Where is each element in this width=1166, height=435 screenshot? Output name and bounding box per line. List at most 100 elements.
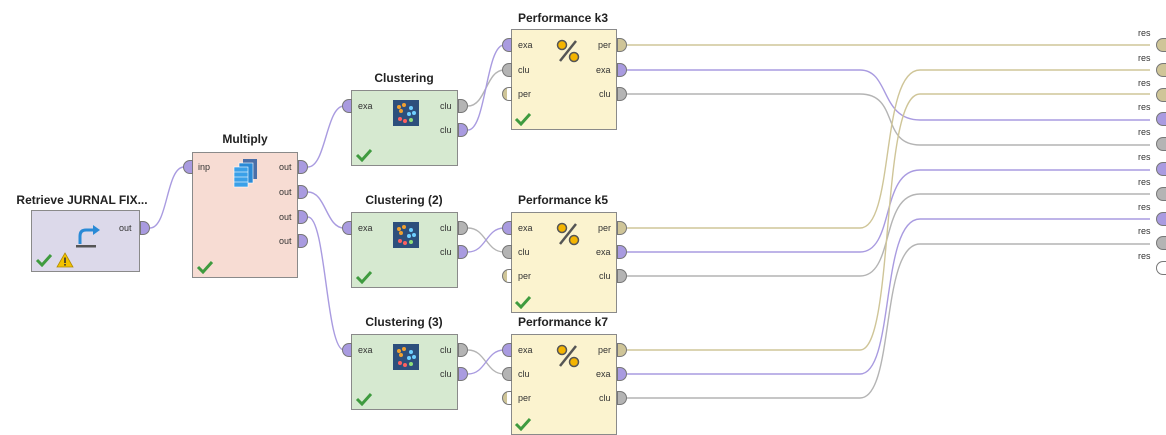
- result-port-label: res: [1138, 226, 1151, 236]
- port-perf3-oclu[interactable]: [617, 87, 627, 101]
- port-perf3-exa[interactable]: [502, 38, 512, 52]
- wire-perf5-clu-res7[interactable]: [627, 193, 1150, 277]
- port-clustering2-clu2[interactable]: [458, 245, 468, 259]
- result-port[interactable]: [1156, 88, 1166, 102]
- result-port[interactable]: [1156, 212, 1166, 226]
- wire-retrieve-multiply[interactable]: [149, 166, 185, 229]
- port-perf7-oexa[interactable]: [617, 367, 627, 381]
- port-perf5-oclu[interactable]: [617, 269, 627, 283]
- wire-perf5-per-res2[interactable]: [627, 69, 1150, 229]
- result-port-label: res: [1138, 202, 1151, 212]
- result-port[interactable]: [1156, 38, 1166, 52]
- percent-icon: [556, 222, 580, 246]
- port-label-perf7-oper: per: [598, 345, 612, 355]
- port-clustering3-exa[interactable]: [342, 343, 352, 357]
- port-perf5-exa[interactable]: [502, 221, 512, 235]
- port-label-clustering3-exa: exa: [358, 345, 373, 355]
- port-perf5-per[interactable]: [502, 269, 512, 283]
- port-perf3-oper[interactable]: [617, 38, 627, 52]
- warning-icon: [56, 252, 74, 268]
- port-label-clustering3-clu1: clu: [440, 345, 452, 355]
- port-perf7-oclu[interactable]: [617, 391, 627, 405]
- wire-c3-exa-perf7-exa[interactable]: [467, 349, 505, 375]
- percent-icon: [556, 344, 580, 368]
- wire-multiply-clustering2[interactable]: [307, 191, 345, 229]
- port-label-multiply-out4: out: [279, 236, 292, 246]
- port-label-multiply-inp: inp: [198, 162, 211, 172]
- operator-clustering3[interactable]: [351, 334, 458, 410]
- result-port-label: res: [1138, 78, 1151, 88]
- port-perf7-per[interactable]: [502, 391, 512, 405]
- cluster-icon: [393, 344, 419, 370]
- port-multiply-inp[interactable]: [183, 160, 193, 174]
- check-icon: [514, 417, 532, 431]
- port-perf3-per[interactable]: [502, 87, 512, 101]
- port-label-perf5-oclu: clu: [599, 271, 611, 281]
- port-clustering2-exa[interactable]: [342, 221, 352, 235]
- port-perf3-clu[interactable]: [502, 63, 512, 77]
- port-clustering3-clu1[interactable]: [458, 343, 468, 357]
- operator-title-perf7: Performance k7: [517, 315, 609, 329]
- result-port-label: res: [1138, 102, 1151, 112]
- port-label-multiply-out3: out: [279, 212, 292, 222]
- port-clustering1-exa[interactable]: [342, 99, 352, 113]
- multiply-icon: [233, 159, 257, 188]
- wire-perf3-exa-res4[interactable]: [627, 69, 1150, 121]
- port-clustering2-clu1[interactable]: [458, 221, 468, 235]
- result-port[interactable]: [1156, 137, 1166, 151]
- port-perf3-oexa[interactable]: [617, 63, 627, 77]
- port-label-clustering3-clu2: clu: [440, 369, 452, 379]
- check-icon: [355, 270, 373, 284]
- port-label-perf7-oclu: clu: [599, 393, 611, 403]
- wire-perf7-exa-res8[interactable]: [627, 218, 1150, 375]
- port-label-perf3-oper: per: [598, 40, 612, 50]
- port-label-perf7-exa: exa: [518, 345, 533, 355]
- port-clustering1-clu2[interactable]: [458, 123, 468, 137]
- operator-perf3[interactable]: [511, 29, 617, 130]
- wire-multiply-clustering3[interactable]: [307, 216, 345, 351]
- port-clustering3-clu2[interactable]: [458, 367, 468, 381]
- result-port[interactable]: [1156, 112, 1166, 126]
- port-perf5-oper[interactable]: [617, 221, 627, 235]
- port-label-perf5-per: per: [518, 271, 532, 281]
- port-perf5-oexa[interactable]: [617, 245, 627, 259]
- port-multiply-out2[interactable]: [298, 185, 308, 199]
- port-label-perf3-oexa: exa: [596, 65, 611, 75]
- operator-perf7[interactable]: [511, 334, 617, 435]
- port-label-perf3-exa: exa: [518, 40, 533, 50]
- wire-c2-exa-perf5-exa[interactable]: [467, 227, 505, 253]
- cluster-icon: [393, 100, 419, 126]
- result-port[interactable]: [1156, 162, 1166, 176]
- wire-perf5-exa-res6[interactable]: [627, 169, 1150, 253]
- operator-clustering1[interactable]: [351, 90, 458, 166]
- check-icon: [196, 260, 214, 274]
- result-port[interactable]: [1156, 187, 1166, 201]
- port-label-perf3-oclu: clu: [599, 89, 611, 99]
- port-clustering1-clu1[interactable]: [458, 99, 468, 113]
- operator-retrieve[interactable]: [31, 210, 140, 272]
- result-port[interactable]: [1156, 261, 1166, 275]
- port-multiply-out4[interactable]: [298, 234, 308, 248]
- wire-multiply-clustering1[interactable]: [307, 105, 345, 168]
- wire-perf3-clu-res5[interactable]: [627, 93, 1150, 146]
- wire-perf7-per-res3[interactable]: [627, 93, 1150, 351]
- result-port[interactable]: [1156, 63, 1166, 77]
- port-retrieve-out[interactable]: [140, 221, 150, 235]
- port-multiply-out3[interactable]: [298, 210, 308, 224]
- port-perf7-oper[interactable]: [617, 343, 627, 357]
- operator-title-clustering1: Clustering: [374, 71, 434, 85]
- operator-multiply[interactable]: [192, 152, 298, 278]
- port-perf7-exa[interactable]: [502, 343, 512, 357]
- port-label-perf3-per: per: [518, 89, 532, 99]
- operator-clustering2[interactable]: [351, 212, 458, 288]
- port-perf7-clu[interactable]: [502, 367, 512, 381]
- result-port[interactable]: [1156, 236, 1166, 250]
- port-multiply-out1[interactable]: [298, 160, 308, 174]
- wire-c1-exa-perf3-exa[interactable]: [467, 44, 505, 131]
- port-label-perf5-oexa: exa: [596, 247, 611, 257]
- wire-perf7-clu-res9[interactable]: [627, 243, 1150, 399]
- port-perf5-clu[interactable]: [502, 245, 512, 259]
- operator-perf5[interactable]: [511, 212, 617, 313]
- port-label-multiply-out2: out: [279, 187, 292, 197]
